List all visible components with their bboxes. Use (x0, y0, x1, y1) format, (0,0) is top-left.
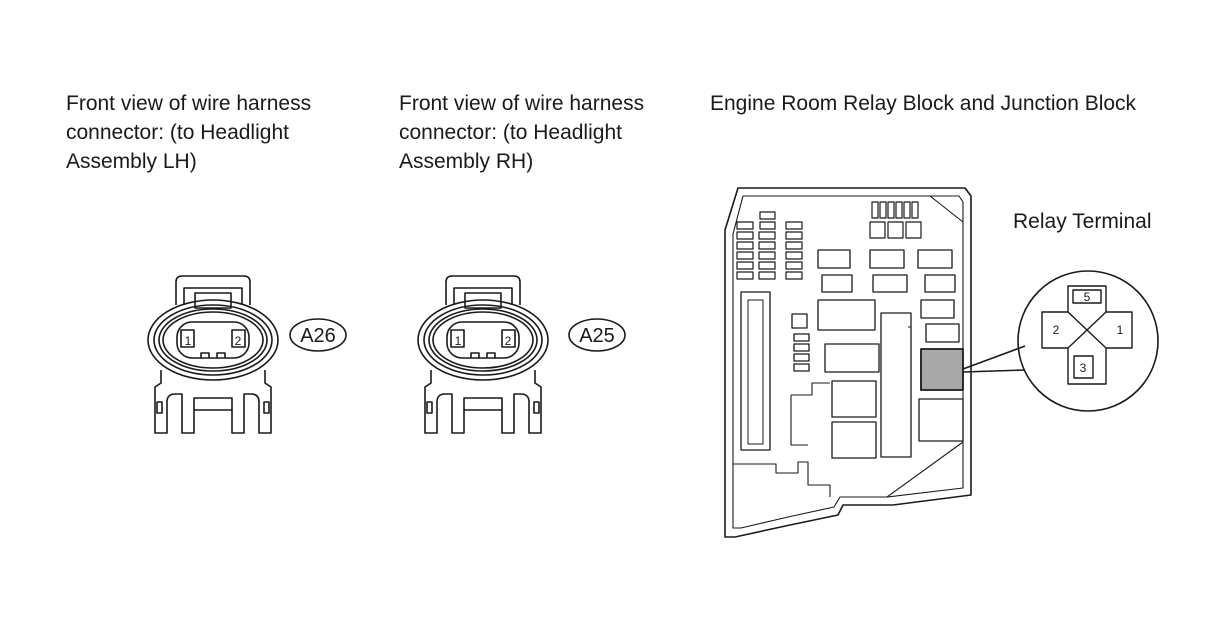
connector-rh-pin-1: 1 (455, 334, 462, 348)
relay-terminal-2: 2 (1053, 323, 1060, 337)
relay-terminal-1: 1 (1117, 323, 1124, 337)
pin-1-box (450, 329, 465, 348)
relay-terminal-callout-circle (1017, 270, 1159, 412)
caption-connector-rh: Front view of wire harness connector: (t… (399, 92, 645, 173)
relay-block-fuse-columns (736, 211, 803, 280)
relay-terminal-5: 5 (1084, 290, 1091, 304)
caption-relay-terminal: Relay Terminal (1013, 210, 1152, 233)
relay-block-outline (724, 187, 972, 538)
relay-block-mini-fuses (869, 201, 922, 239)
connector-lh-pin-2: 2 (235, 334, 242, 348)
relay-terminal-diagram (1041, 285, 1133, 385)
caption-engine-room-block: Engine Room Relay Block and Junction Blo… (710, 92, 1137, 115)
connector-lh-code-oval (289, 318, 347, 352)
connector-lh-pin-1: 1 (185, 334, 192, 348)
highlighted-relay (920, 348, 964, 391)
pin-2-box (501, 329, 516, 348)
connector-lh-code: A26 (300, 325, 336, 347)
connector-rh-code-oval (568, 318, 626, 352)
pin-1-box (180, 329, 195, 348)
pin-2-box (231, 329, 246, 348)
connector-lh (147, 275, 279, 434)
connector-rh (417, 275, 549, 434)
connector-rh-code: A25 (579, 325, 615, 347)
relay-block-relays (740, 249, 964, 459)
caption-connector-lh: Front view of wire harness connector: (t… (66, 92, 312, 173)
connector-rh-pin-2: 2 (505, 334, 512, 348)
callout-leader (962, 345, 1026, 373)
relay-terminal-3: 3 (1080, 361, 1087, 375)
